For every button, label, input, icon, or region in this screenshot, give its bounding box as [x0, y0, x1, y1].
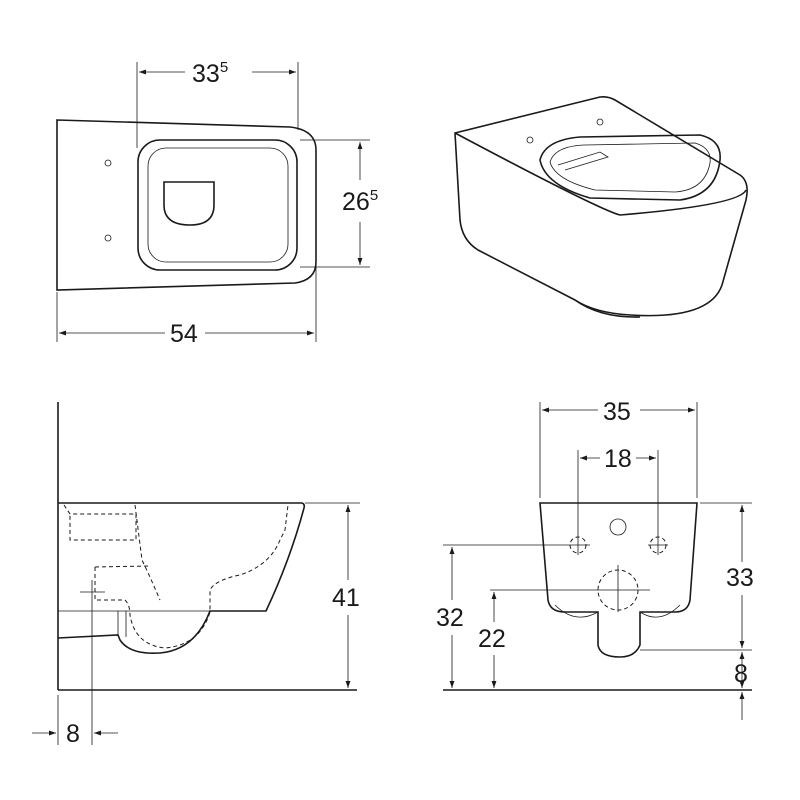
- dim-front-height: 33: [726, 564, 754, 592]
- top-view: 335 265 54: [56, 59, 378, 348]
- dim-depth-seat: 265: [342, 187, 378, 216]
- dim-height-side: 41: [332, 584, 360, 612]
- dim-width-seat: 335: [192, 59, 228, 88]
- side-view: 41 8: [32, 402, 360, 748]
- dim-inlet-height: 32: [436, 604, 464, 632]
- dim-hole-spacing: 18: [604, 445, 632, 473]
- dim-length: 54: [170, 320, 198, 348]
- dim-front-width: 35: [603, 398, 631, 426]
- dim-wall-offset: 8: [66, 720, 80, 748]
- perspective-view: [454, 96, 748, 318]
- front-view: 35 18 33 8 32 22: [436, 398, 754, 720]
- dim-outlet-height: 22: [478, 625, 506, 653]
- dim-bottom-gap: 8: [734, 660, 748, 688]
